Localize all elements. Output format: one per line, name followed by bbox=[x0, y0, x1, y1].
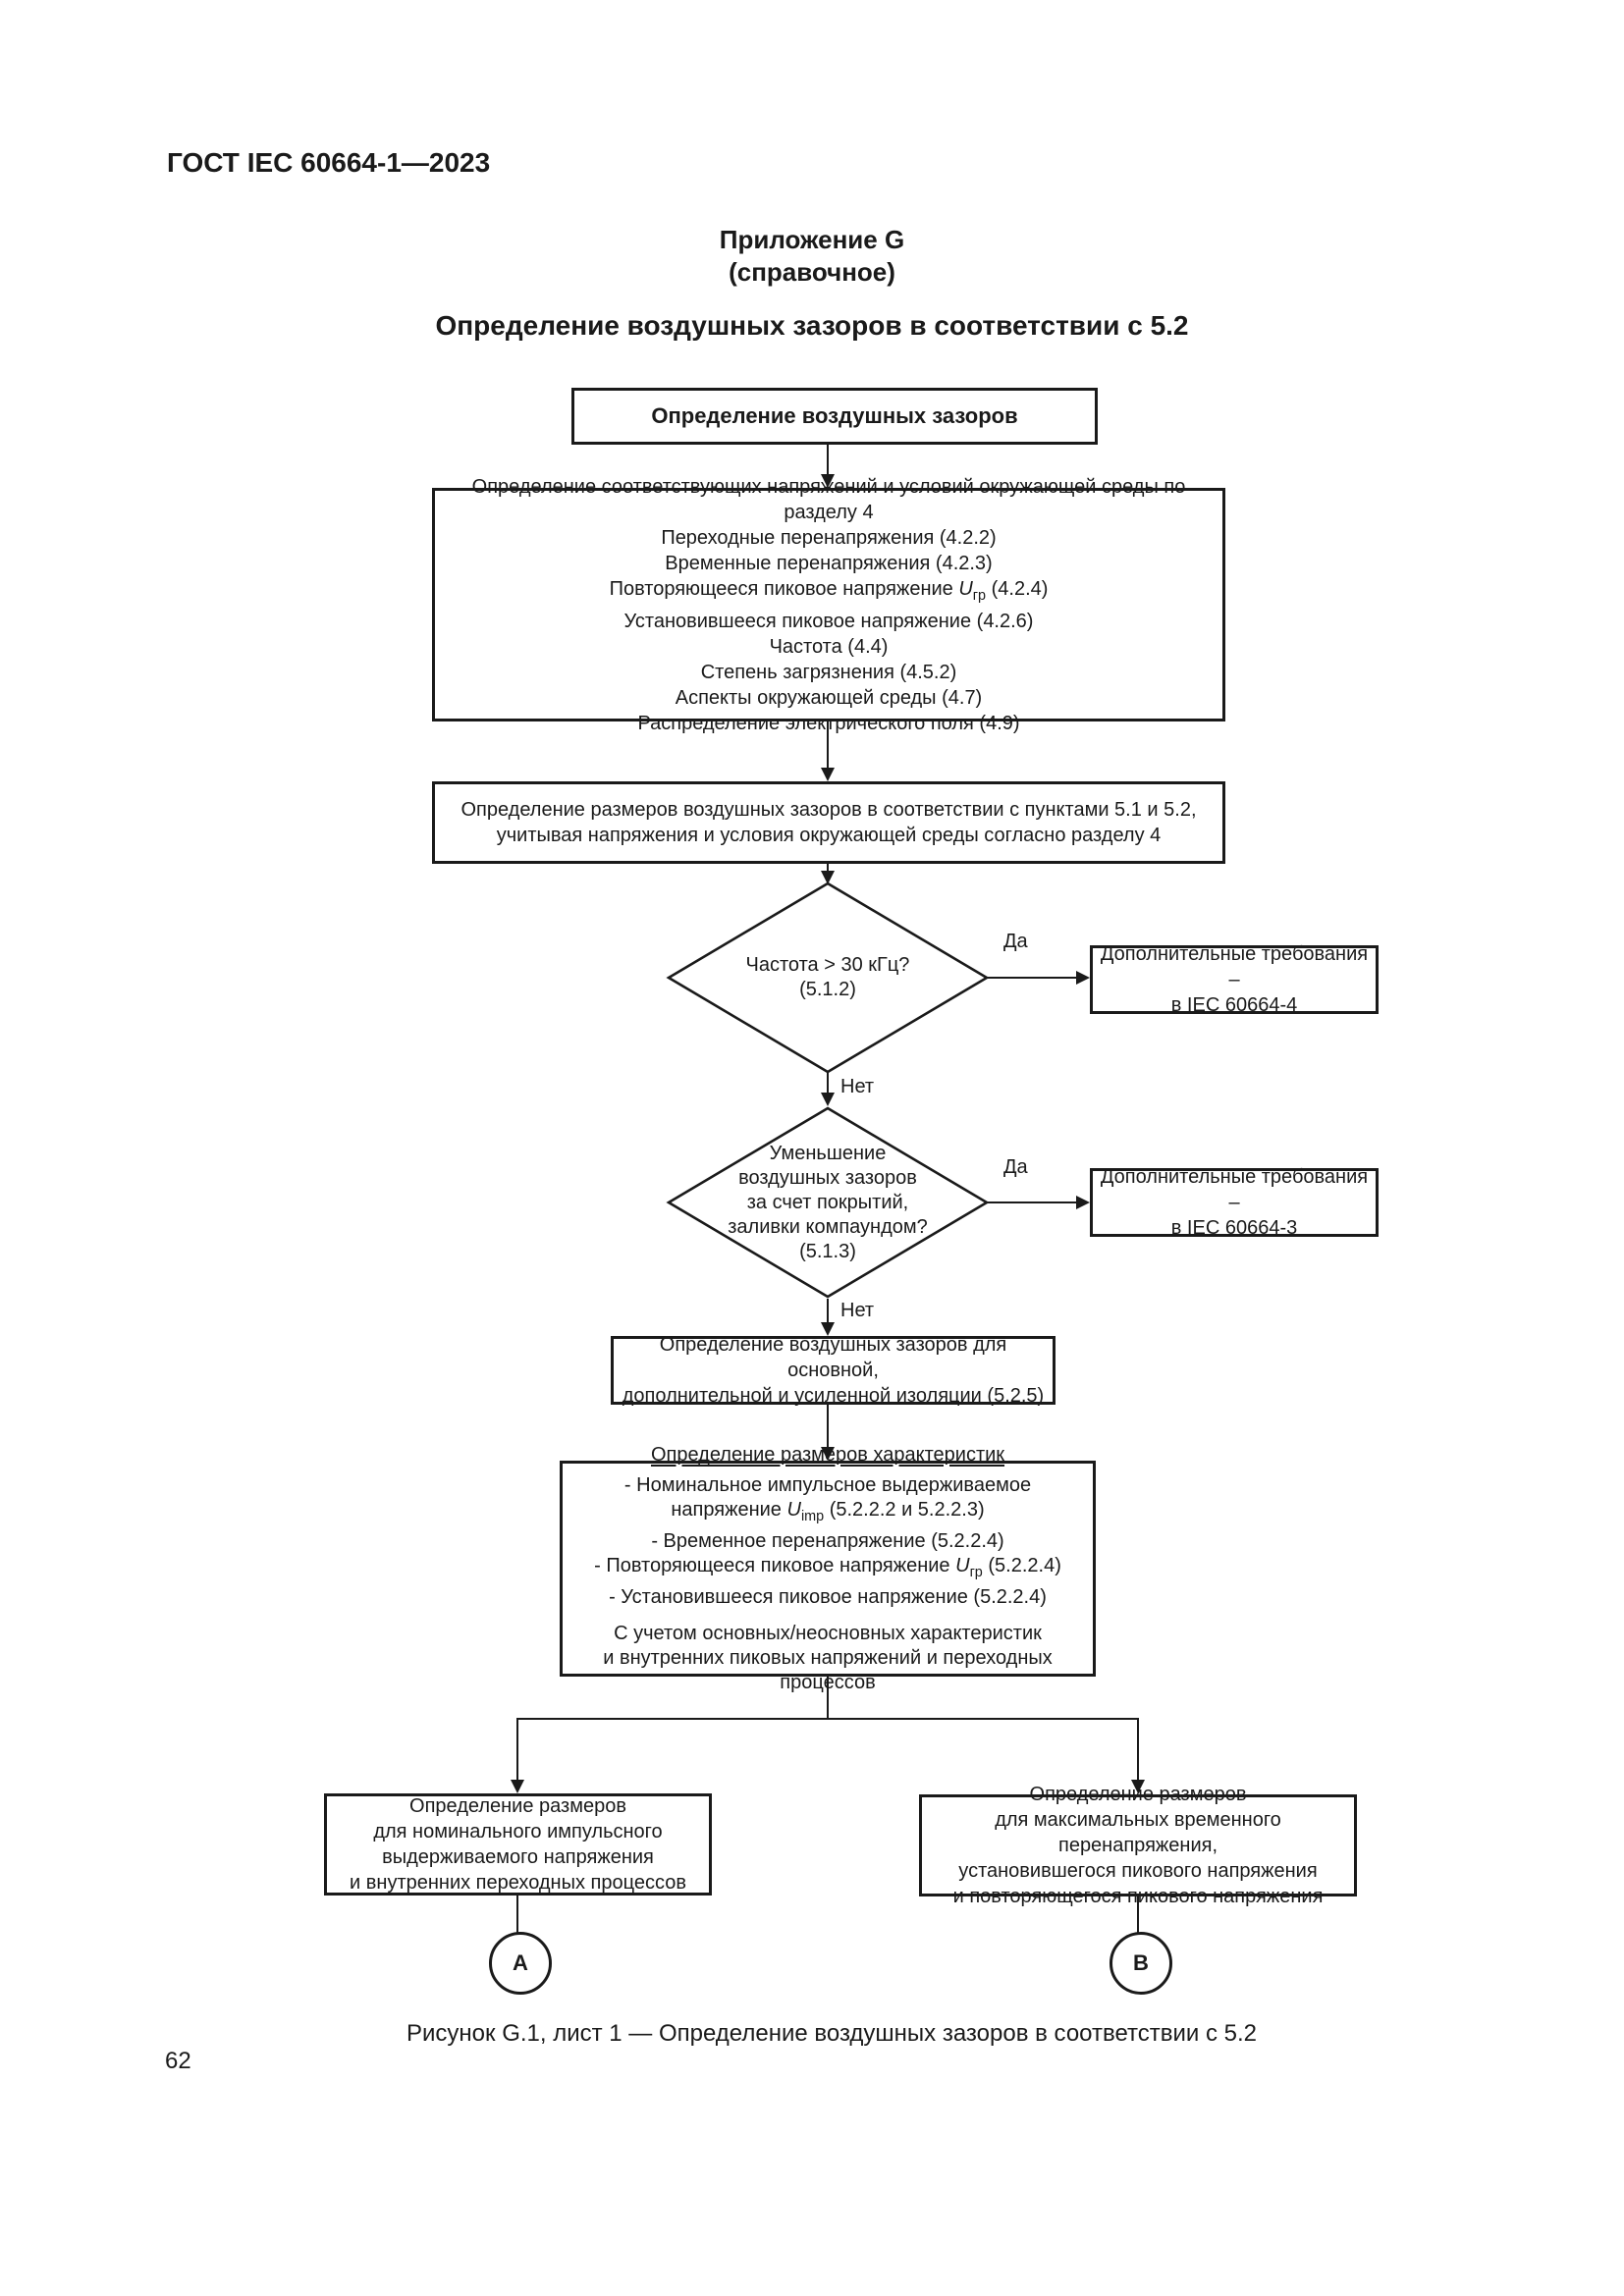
connector-line bbox=[827, 864, 829, 872]
appendix-line2: (справочное) bbox=[729, 257, 895, 287]
decision2-yes-label: Да bbox=[1003, 1156, 1028, 1178]
connector-line bbox=[516, 1718, 1139, 1720]
connector-line bbox=[827, 1677, 829, 1720]
arrow-right-icon bbox=[1076, 971, 1090, 985]
connector-b-label: B bbox=[1133, 1950, 1149, 1975]
ref-box1-text: Дополнительные требования –в IEC 60664-4 bbox=[1100, 943, 1369, 1016]
connector-line bbox=[827, 1299, 829, 1322]
connector-line bbox=[516, 1896, 518, 1933]
appendix-line1: Приложение G bbox=[719, 225, 905, 254]
figure-title: Определение воздушных зазоров в соответс… bbox=[435, 310, 1189, 341]
connector-line bbox=[827, 444, 829, 475]
start-box: Определение воздушных зазоров bbox=[571, 388, 1098, 445]
conditions-box: Определение соответствующих напряжений и… bbox=[432, 476, 1225, 734]
connector-a-label: A bbox=[513, 1950, 528, 1975]
arrow-down-icon bbox=[821, 768, 835, 781]
page-number: 62 bbox=[165, 2048, 191, 2074]
characteristics-box: Определение размеров характеристик - Ном… bbox=[560, 1444, 1096, 1693]
decision1-no-label: Нет bbox=[840, 1076, 875, 1097]
connector-b: B bbox=[1110, 1932, 1172, 1995]
connector-line bbox=[1137, 1896, 1139, 1933]
connector-line bbox=[987, 1201, 1077, 1203]
appendix-heading: Приложение G (справочное) bbox=[20, 224, 1604, 289]
insulation-box-text: Определение воздушных зазоров для основн… bbox=[622, 1334, 1045, 1407]
connector-line bbox=[827, 1405, 829, 1448]
conditions-box-text: Определение соответствующих напряжений и… bbox=[471, 475, 1186, 734]
arrow-right-icon bbox=[1076, 1196, 1090, 1209]
start-box-label: Определение воздушных зазоров bbox=[651, 403, 1018, 428]
arrow-down-icon bbox=[821, 1322, 835, 1336]
connector-line bbox=[827, 721, 829, 769]
connector-line bbox=[1137, 1718, 1139, 1781]
connector-a: A bbox=[489, 1932, 552, 1995]
characteristics-title: Определение размеров характеристик bbox=[650, 1443, 1005, 1466]
arrow-down-icon bbox=[821, 871, 835, 884]
sizing-box: Определение размеров воздушных зазоров в… bbox=[432, 781, 1225, 864]
arrow-down-icon bbox=[511, 1780, 524, 1793]
connector-line bbox=[827, 1072, 829, 1094]
ref-box2-text: Дополнительные требования –в IEC 60664-3 bbox=[1100, 1166, 1369, 1239]
figure-caption: Рисунок G.1, лист 1 — Определение воздуш… bbox=[406, 2020, 1257, 2047]
arrow-down-icon bbox=[821, 1447, 835, 1461]
insulation-box: Определение воздушных зазоров для основн… bbox=[611, 1334, 1056, 1407]
sizing-box-text: Определение размеров воздушных зазоров в… bbox=[460, 799, 1197, 846]
arrow-down-icon bbox=[1131, 1780, 1145, 1793]
arrow-down-icon bbox=[821, 1093, 835, 1106]
decision1-yes-label: Да bbox=[1003, 931, 1028, 952]
decision2-diamond bbox=[666, 1106, 990, 1299]
connector-line bbox=[987, 977, 1077, 979]
characteristics-footer: С учетом основных/неосновных характерист… bbox=[603, 1622, 1053, 1693]
ref-box-iec-60664-3: Дополнительные требования –в IEC 60664-3 bbox=[1090, 1166, 1379, 1239]
decision2-no-label: Нет bbox=[840, 1300, 875, 1321]
connector-line bbox=[516, 1718, 518, 1781]
ref-box-iec-60664-4: Дополнительные требования –в IEC 60664-4 bbox=[1090, 943, 1379, 1016]
standard-number: ГОСТ IEC 60664-1—2023 bbox=[167, 147, 491, 178]
arrow-down-icon bbox=[821, 474, 835, 488]
decision1-text: Частота > 30 кГц?(5.1.2) bbox=[745, 954, 910, 1000]
